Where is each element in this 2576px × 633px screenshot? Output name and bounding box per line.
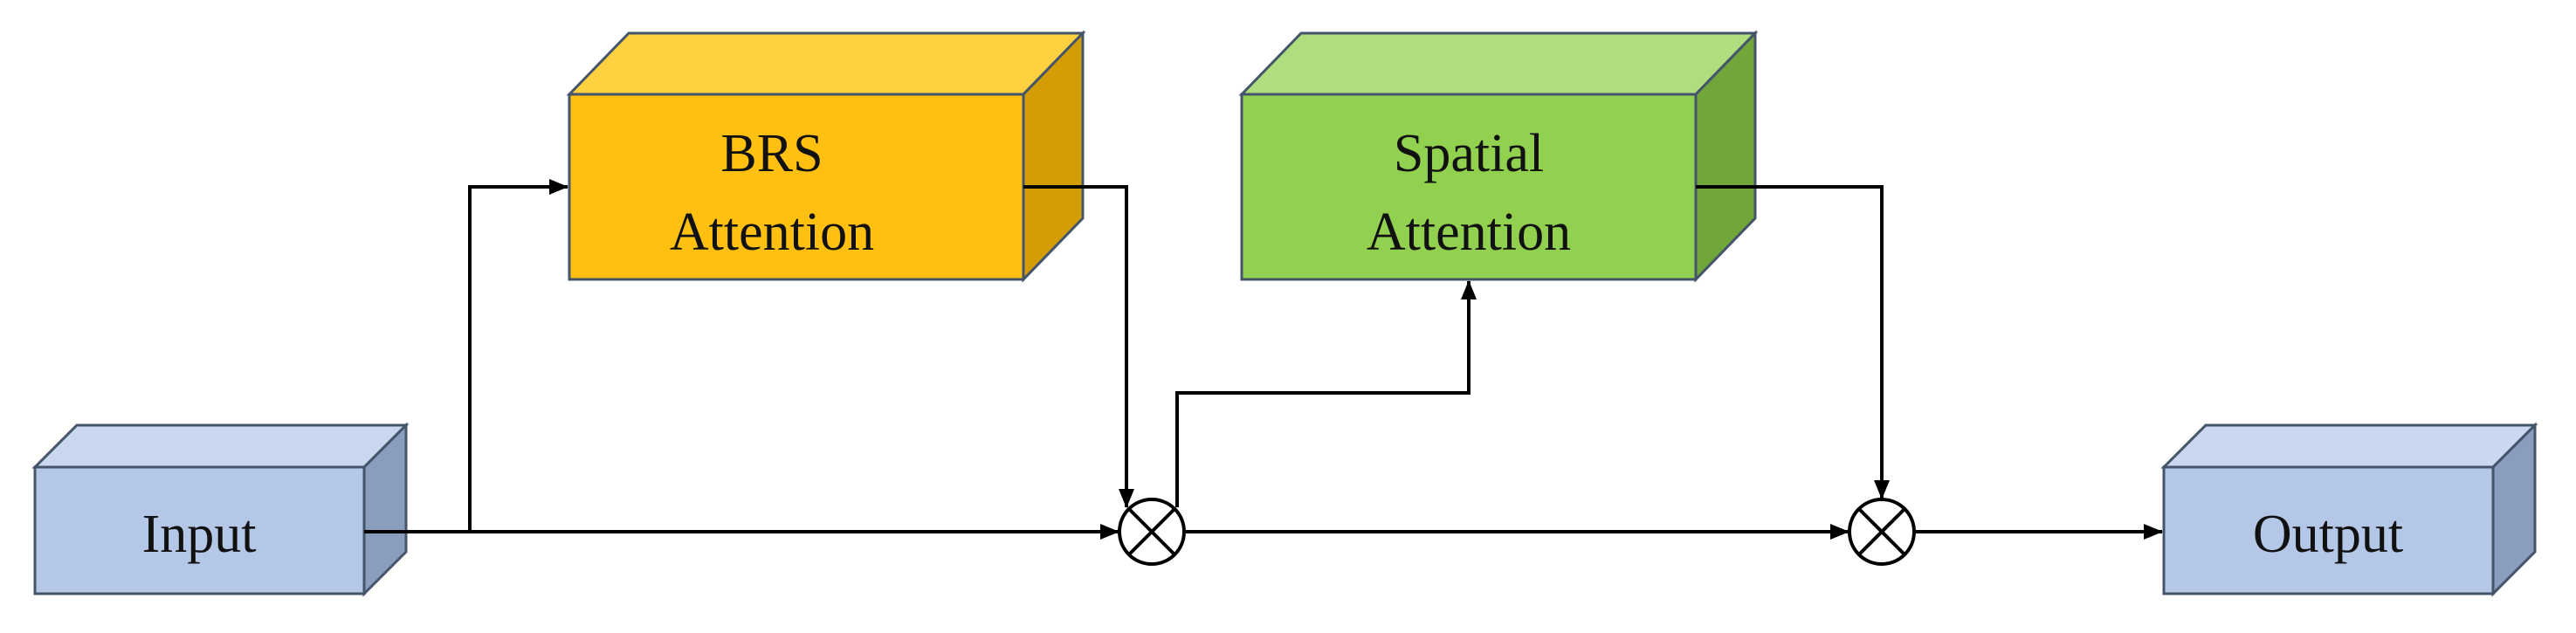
multiply-operator-1: [1118, 498, 1186, 566]
input-block-front-face: [33, 465, 366, 595]
input-label: Input: [142, 505, 257, 564]
input-block: Input: [31, 422, 410, 597]
output-block-front-face: [2162, 465, 2495, 595]
multiply-2-cross-b: [1857, 507, 1906, 556]
multiply-1-cross-b: [1127, 507, 1176, 556]
connector-spatial-attention-to-multiply-2: [1696, 185, 1890, 499]
brs-attention-block: BRS Attention: [566, 30, 1086, 283]
brs-attention-label-line2: Attention: [670, 203, 874, 262]
output-label: Output: [2253, 505, 2403, 564]
connector-brs-attention-to-multiply-1: [1023, 185, 1134, 508]
spatial-attention-front-face: [1240, 93, 1698, 281]
connector-input-to-brs-attention: [468, 179, 568, 532]
brs-attention-front-face: [568, 93, 1025, 281]
connector-multiply-1-to-spatial-attention: [1175, 280, 1477, 507]
spatial-attention-label-line2: Attention: [1367, 203, 1571, 262]
spatial-attention-top-face: [1238, 31, 1759, 96]
output-block: Output: [2160, 422, 2538, 597]
input-block-top-face: [31, 423, 410, 469]
spatial-attention-block: Spatial Attention: [1238, 30, 1759, 283]
output-block-top-face: [2160, 423, 2538, 469]
multiply-operator-2: [1848, 498, 1916, 566]
brs-attention-top-face: [566, 31, 1086, 96]
spatial-attention-label-line1: Spatial: [1394, 124, 1544, 183]
brs-attention-label-line1: BRS: [720, 124, 823, 183]
